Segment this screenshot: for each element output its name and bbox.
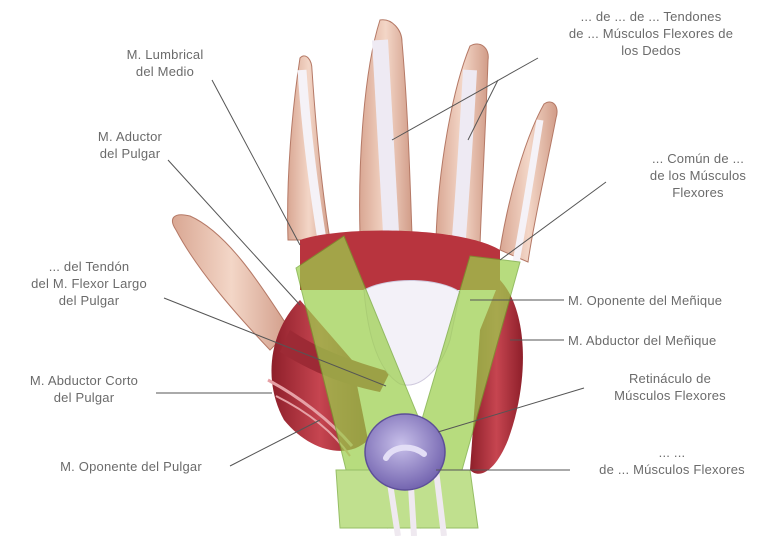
label-common-flexor-sheath: ... Común de ... de los Músculos Flexore… [612,150,784,201]
label-flexor-retinaculum: Retináculo de Músculos Flexores [580,370,760,404]
leader-opponens-thumb [230,420,320,466]
label-tendon-sheath-digits: ... de ... de ... Tendones de ... Múscul… [522,8,780,59]
carpal-bursa [365,414,445,490]
label-flexor-sheath-bottom: ... ... de ... Músculos Flexores [566,444,778,478]
leader-lumbrical [212,80,300,245]
label-flexor-pollicis-longus-sheath: ... del Tendón del M. Flexor Largo del P… [4,258,174,309]
label-opponens-thumb: M. Oponente del Pulgar [28,458,234,475]
label-opponens-little-finger: M. Oponente del Meñique [568,292,782,309]
label-lumbrical-middle: M. Lumbrical del Medio [100,46,230,80]
thumb [172,215,290,350]
label-adductor-thumb: M. Aductor del Pulgar [70,128,190,162]
label-abductor-little-finger: M. Abductor del Meñique [568,332,782,349]
label-abductor-pollicis-brevis: M. Abductor Corto del Pulgar [4,372,164,406]
